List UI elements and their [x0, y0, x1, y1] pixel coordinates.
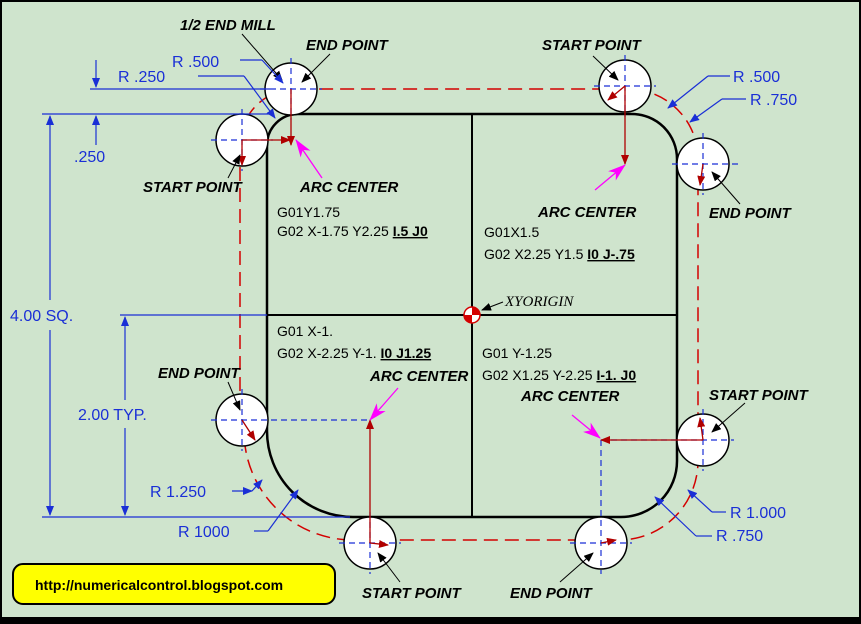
end-point-label-r: END POINT: [709, 205, 793, 222]
start-point-label-tr: START POINT: [542, 37, 642, 54]
dim-250: .250: [74, 149, 105, 166]
dim-r1000-bl: R 1000: [178, 524, 230, 541]
arc-center-label-br: ARC CENTER: [520, 388, 620, 405]
tool-label: 1/2 END MILL: [180, 17, 276, 34]
code-tr-line2: G02 X2.25 Y1.5 I0 J-.75: [484, 246, 635, 262]
end-point-label-tl: END POINT: [306, 37, 390, 54]
code-tl-line2-ij: I.5 J0: [393, 223, 428, 239]
code-tl-line2-move: G02 X-1.75 Y2.25: [277, 223, 393, 239]
xy-origin-marker: [463, 301, 504, 324]
website-link[interactable]: http://numericalcontrol.blogspot.com: [35, 577, 283, 593]
xy-origin-label: XYORIGIN: [504, 294, 574, 310]
radius-indicators: [238, 85, 706, 548]
dim-r1250: R 1.250: [150, 484, 206, 501]
code-tl-line1: G01Y1.75: [277, 204, 340, 220]
dim-4-square: 4.00 SQ.: [10, 308, 73, 325]
arc-center-label-tl: ARC CENTER: [299, 179, 399, 196]
start-point-label-r: START POINT: [709, 387, 809, 404]
dim-2-typ: 2.00 TYP.: [78, 407, 147, 424]
code-br-line2-move: G02 X1.25 Y-2.25: [482, 367, 596, 383]
dim-r750-br: R .750: [716, 528, 763, 545]
code-br-line1: G01 Y-1.25: [482, 345, 552, 361]
code-bl-line1: G01 X-1.: [277, 323, 333, 339]
toolpath: [239, 88, 699, 541]
code-bl-line2-move: G02 X-2.25 Y-1.: [277, 345, 381, 361]
code-tr-line2-move: G02 X2.25 Y1.5: [484, 246, 587, 262]
code-tl-line2: G02 X-1.75 Y2.25 I.5 J0: [277, 223, 428, 239]
dimension-lines: [42, 59, 746, 537]
website-badge[interactable]: [12, 563, 336, 605]
dim-r500-tl: R .500: [172, 54, 219, 71]
label-leaders: [227, 33, 746, 583]
dim-r1000-br: R 1.000: [730, 505, 786, 522]
end-point-label-l: END POINT: [158, 365, 242, 382]
code-br-line2-ij: I-1. J0: [596, 367, 636, 383]
dim-r250-tl: R .250: [118, 69, 165, 86]
dim-r500-tr: R .500: [733, 69, 780, 86]
start-point-label-bottom: START POINT: [362, 585, 462, 602]
arc-center-label-tr: ARC CENTER: [537, 204, 637, 221]
arc-center-arrows: [295, 139, 626, 439]
dim-r750-tr: R .750: [750, 92, 797, 109]
start-point-label-l: START POINT: [143, 179, 243, 196]
code-bl-line2: G02 X-2.25 Y-1. I0 J1.25: [277, 345, 431, 361]
code-bl-line2-ij: I0 J1.25: [381, 345, 432, 361]
code-tr-line1: G01X1.5: [484, 224, 539, 240]
code-br-line2: G02 X1.25 Y-2.25 I-1. J0: [482, 367, 636, 383]
arc-center-label-bl: ARC CENTER: [369, 368, 469, 385]
end-point-label-bottom: END POINT: [510, 585, 594, 602]
code-tr-line2-ij: I0 J-.75: [587, 246, 635, 262]
